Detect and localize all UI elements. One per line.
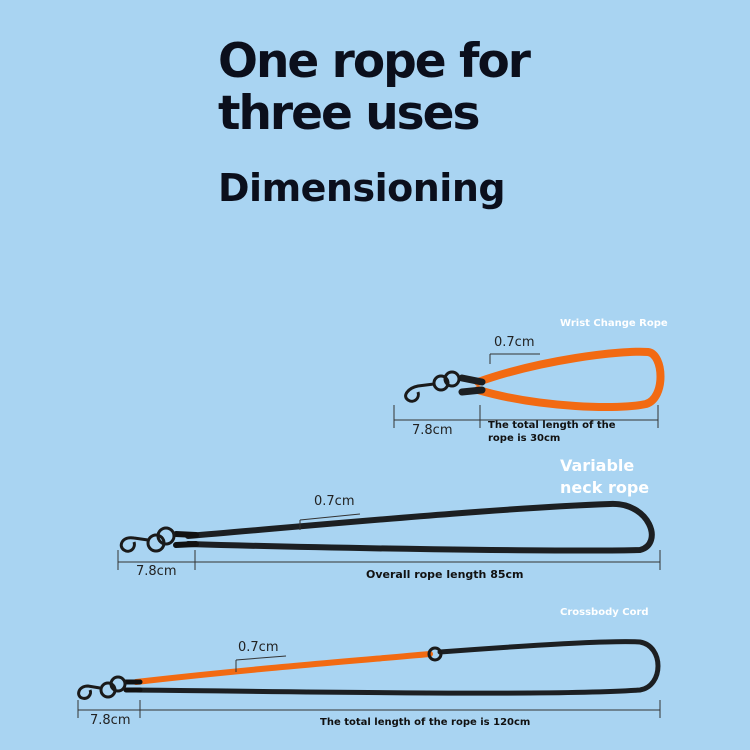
neck-rope-group <box>117 500 661 570</box>
crossbody-rope-black <box>133 639 661 696</box>
neck-total-length-label: Overall rope length 85cm <box>366 568 524 581</box>
crossbody-rope-group <box>77 639 661 718</box>
headline-line-1: One rope for <box>218 34 531 89</box>
neck-ring-2 <box>146 533 166 553</box>
crossbody-hook-icon <box>77 684 101 700</box>
neck-hook-icon <box>119 536 149 553</box>
wrist-rope-title: Wrist Change Rope <box>560 318 668 329</box>
headline-line-2: three uses <box>218 86 481 141</box>
crossbody-hook-length-label: 7.8cm <box>90 713 131 728</box>
wrist-hook-length-label: 7.8cm <box>412 423 453 438</box>
neck-rope-title: Variable neck rope <box>560 455 649 499</box>
wrist-rope-ferrule <box>458 374 486 396</box>
subtitle: Dimensioning <box>218 166 506 210</box>
crossbody-cord-title: Crossbody Cord <box>560 607 649 618</box>
wrist-width-label: 0.7cm <box>494 335 535 350</box>
crossbody-ring-2 <box>99 681 117 699</box>
neck-hook-length-label: 7.8cm <box>136 564 177 579</box>
wrist-total-length-line-2: rope is 30cm <box>488 433 561 444</box>
wrist-ring-2 <box>432 374 450 392</box>
crossbody-width-label: 0.7cm <box>238 640 279 655</box>
crossbody-rope-orange <box>133 651 433 685</box>
neck-rope-loop <box>185 500 655 554</box>
crossbody-mid-ring <box>427 646 443 662</box>
headline: One rope for three uses <box>218 34 531 141</box>
wrist-total-length-label: The total length of the rope is 30cm <box>488 419 616 445</box>
wrist-rope-loop <box>474 347 665 412</box>
wrist-total-length-line-1: The total length of the <box>488 420 616 431</box>
neck-width-label: 0.7cm <box>314 494 355 509</box>
neck-title-line-1: Variable <box>560 456 635 475</box>
crossbody-total-length-label: The total length of the rope is 120cm <box>320 717 531 728</box>
wrist-hook-icon <box>404 382 435 403</box>
wrist-rope-group <box>393 347 665 428</box>
neck-title-line-2: neck rope <box>560 478 650 497</box>
